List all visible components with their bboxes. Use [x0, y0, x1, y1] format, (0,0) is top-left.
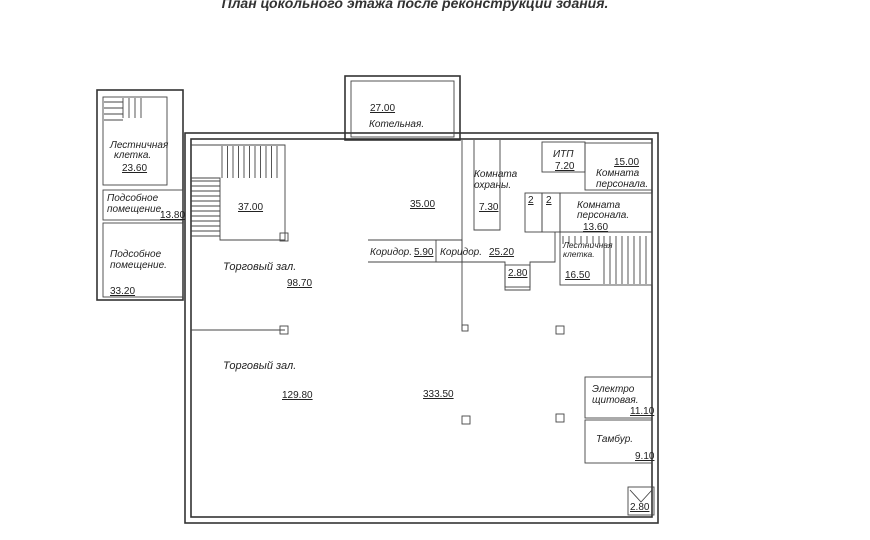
lift-shaft-1: [504, 264, 531, 288]
walls: [96, 75, 659, 524]
lift-mark: [629, 489, 653, 503]
area: 35.00: [410, 199, 435, 210]
label: Торговый зал.: [223, 360, 296, 372]
label: щитовая.: [592, 395, 639, 406]
main-outline: [184, 132, 659, 524]
corridor-wall: [368, 239, 463, 263]
area: 2.80: [508, 268, 528, 279]
column: [461, 415, 471, 425]
area: 13.60: [583, 222, 608, 233]
column: [555, 325, 565, 335]
label: помещение.: [107, 204, 164, 215]
room-boiler-inner: [350, 80, 455, 138]
label: помещение.: [110, 260, 167, 271]
room-security: [473, 140, 501, 231]
area: 129.80: [282, 390, 313, 401]
label: Электро: [592, 384, 635, 395]
label: Котельная.: [369, 119, 424, 130]
area: 7.30: [479, 202, 499, 213]
room-staff-1: [584, 142, 653, 191]
area: 15.00: [614, 157, 639, 168]
column: [279, 325, 289, 335]
column: [279, 232, 289, 242]
label: ИТП: [553, 149, 574, 160]
label: Комната: [577, 200, 621, 211]
room-aux-large: [102, 222, 184, 298]
area: 2.80: [630, 502, 650, 513]
stairs: [104, 98, 647, 284]
area: 333.50: [423, 389, 454, 400]
label: клетка.: [114, 150, 151, 161]
label: персонала.: [577, 210, 629, 221]
main-inner-outline: [190, 138, 653, 518]
area: 25.20: [489, 247, 514, 258]
area: 7.20: [555, 161, 575, 172]
area: 13.80: [160, 210, 185, 221]
area: 16.50: [565, 270, 590, 281]
label: охраны.: [474, 180, 511, 191]
area: 23.60: [122, 163, 147, 174]
label: Торговый зал.: [223, 261, 296, 273]
room-vestibule: [584, 419, 653, 464]
label: Комната: [596, 168, 640, 179]
stair-right: [559, 231, 653, 286]
corridor-wall-2: [462, 232, 556, 291]
column: [461, 324, 469, 332]
plan-title: План цокольного этажа после реконструкци…: [221, 0, 609, 11]
area: 33.20: [110, 286, 135, 297]
lift-shaft-2: [627, 486, 655, 516]
area: 2: [546, 195, 552, 206]
room-boiler: [344, 75, 461, 141]
room-electro: [584, 376, 653, 419]
area: 9.10: [635, 451, 655, 462]
label: персонала.: [596, 179, 648, 190]
labels: Лестничная клетка. 23.60 Подсобное помещ…: [107, 103, 655, 513]
room-stair-left: [102, 96, 168, 186]
label: Коридор.: [370, 247, 412, 258]
label: Лестничная: [109, 140, 169, 151]
label: Подсобное: [110, 248, 162, 260]
area: 37.00: [238, 202, 263, 213]
room-aux-small: [102, 189, 184, 221]
label: Комната: [474, 169, 518, 180]
label: Подсобное: [107, 192, 159, 204]
area: 98.70: [287, 278, 312, 289]
area: 11.10: [630, 406, 655, 417]
label: Тамбур.: [596, 433, 633, 445]
column: [555, 413, 565, 423]
label: Лестничная: [562, 240, 613, 250]
area: 2: [528, 195, 534, 206]
area: 27.00: [370, 103, 395, 114]
label: Коридор.: [440, 247, 482, 258]
stairwell: [191, 144, 286, 241]
label: клетка.: [563, 249, 595, 259]
area: 5.90: [414, 247, 434, 258]
